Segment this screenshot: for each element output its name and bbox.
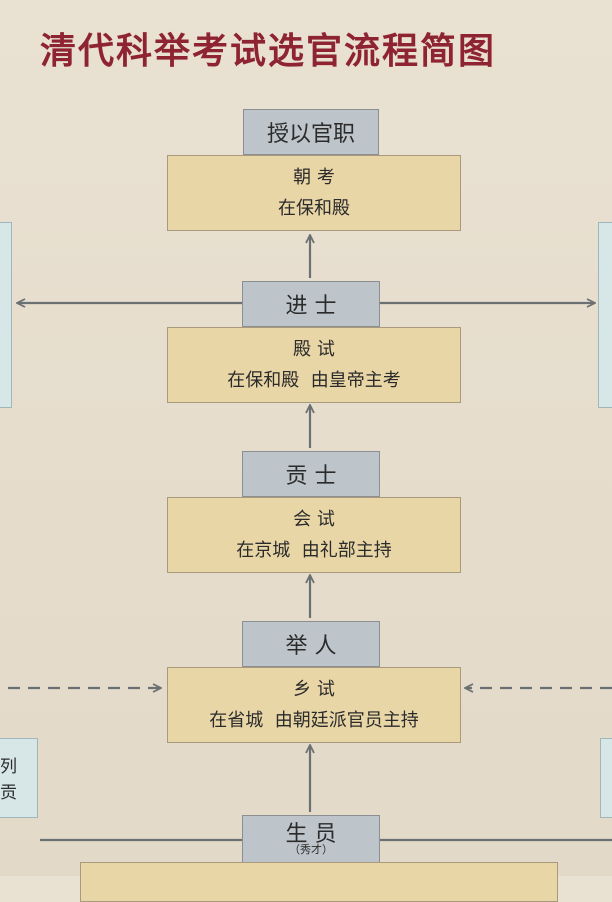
rank-box-jinshi: 进 士	[242, 281, 380, 327]
exam-box-bottom-partial	[80, 862, 558, 902]
exam-box-huishi: 会 试 在京城 由礼部主持	[167, 497, 461, 573]
right-side-box-bottom	[600, 738, 612, 818]
exam-box-chaokao: 朝 考 在保和殿	[167, 155, 461, 231]
rank-label-shengyuan: 生 员	[285, 821, 337, 847]
rank-box-shou-guan: 授以官职	[243, 109, 379, 155]
page-title: 清代科举考试选官流程简图	[40, 30, 497, 72]
rank-box-juren: 举 人	[242, 621, 380, 667]
exam-place-dianshi: 在保和殿 由皇帝主考	[227, 370, 401, 391]
left-fragment-line1: 列	[0, 757, 17, 777]
left-side-box-top	[0, 222, 12, 408]
rank-label-jinshi: 进 士	[285, 294, 337, 319]
left-fragment-line2: 贡	[0, 783, 17, 804]
rank-box-shengyuan: 生 员 （秀才）	[242, 815, 380, 863]
flow-connectors	[8, 0, 612, 842]
rank-sublabel-xiucai: （秀才）	[289, 842, 333, 856]
exam-name-chaokao: 朝 考	[293, 166, 335, 188]
left-fragment-text: 列 贡	[0, 754, 17, 807]
exam-name-xiangshi: 乡 试	[293, 678, 335, 700]
exam-box-dianshi: 殿 试 在保和殿 由皇帝主考	[167, 327, 461, 403]
rank-box-gongshi: 贡 士	[242, 451, 380, 497]
exam-place-chaokao: 在保和殿	[278, 198, 350, 219]
exam-name-huishi: 会 试	[293, 508, 335, 530]
left-side-box-bottom	[0, 738, 38, 818]
exam-box-xiangshi: 乡 试 在省城 由朝廷派官员主持	[167, 667, 461, 743]
rank-label-gongshi: 贡 士	[285, 464, 337, 489]
rank-label-juren: 举 人	[285, 634, 337, 659]
exam-place-xiangshi: 在省城 由朝廷派官员主持	[209, 710, 419, 731]
rank-label-shou-guan: 授以官职	[266, 122, 355, 147]
exam-name-dianshi: 殿 试	[293, 338, 335, 360]
right-side-box-top	[598, 222, 612, 408]
exam-place-huishi: 在京城 由礼部主持	[236, 540, 392, 561]
